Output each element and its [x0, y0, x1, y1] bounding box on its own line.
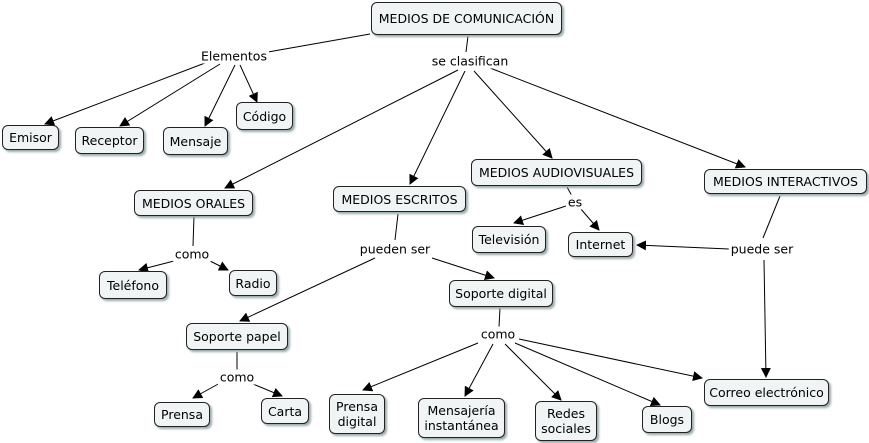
node-prensa-digital[interactable]: Prensa digital	[329, 394, 385, 434]
connector-interactivos-puede-ser	[762, 195, 781, 239]
connector-es-television	[513, 205, 567, 225]
connector-puede-ser-correo	[760, 259, 771, 378]
connector-elementos-mensaje	[204, 64, 236, 127]
connector-clasifican-audiovisuales	[473, 70, 553, 159]
connector-puede-ser-internet	[636, 240, 730, 251]
node-television[interactable]: Televisión	[472, 226, 546, 253]
connector-clasifican-orales	[224, 69, 459, 189]
link-elementos: Elementos	[199, 48, 269, 64]
node-blogs[interactable]: Blogs	[642, 406, 692, 433]
connector-como-carta	[252, 383, 283, 398]
connector-elementos-codigo	[239, 64, 258, 103]
link-como-orales: como	[172, 246, 212, 262]
node-telefono[interactable]: Teléfono	[99, 271, 167, 299]
connector-pueden-ser-papel	[239, 257, 376, 322]
node-correo-electronico[interactable]: Correo electrónico	[704, 379, 829, 406]
connector-clasifican-interactivos	[489, 67, 746, 169]
node-redes-sociales[interactable]: Redes sociales	[535, 401, 597, 441]
connector-elementos-emisor	[44, 62, 206, 126]
node-medios-de-comunicacion[interactable]: MEDIOS DE COMUNICACIÓN	[371, 2, 562, 35]
connector-como-redes	[504, 343, 562, 401]
node-carta[interactable]: Carta	[261, 398, 309, 424]
node-soporte-digital[interactable]: Soporte digital	[449, 280, 553, 307]
node-soporte-papel[interactable]: Soporte papel	[186, 323, 288, 350]
connector-como-radio	[209, 260, 229, 271]
node-codigo[interactable]: Código	[236, 102, 293, 130]
link-como-papel: como	[217, 369, 257, 385]
node-medios-escritos[interactable]: MEDIOS ESCRITOS	[333, 186, 466, 212]
node-mensajeria-instantanea[interactable]: Mensajería instantánea	[418, 398, 505, 438]
connector-root-se-clasifican	[465, 35, 469, 53]
connector-pueden-ser-digital	[431, 257, 495, 280]
connector-orales-como	[192, 215, 195, 247]
node-receptor[interactable]: Receptor	[75, 127, 144, 154]
node-prensa[interactable]: Prensa	[154, 402, 210, 427]
link-como-digital: como	[478, 326, 518, 342]
node-medios-orales[interactable]: MEDIOS ORALES	[134, 190, 253, 216]
link-puede-ser: puede ser	[728, 241, 796, 257]
node-radio[interactable]: Radio	[229, 270, 277, 296]
connector-root-elementos	[267, 33, 371, 53]
link-es: es	[565, 194, 585, 210]
node-internet[interactable]: Internet	[568, 232, 633, 257]
connector-clasifican-escritos	[409, 70, 466, 185]
connector-como-prensa-digital	[362, 342, 479, 392]
connector-es-internet	[579, 207, 600, 231]
node-mensaje[interactable]: Mensaje	[163, 127, 228, 155]
connector-como-prensa	[192, 382, 221, 399]
link-se-clasifican: se clasifican	[429, 53, 511, 69]
node-medios-interactivos[interactable]: MEDIOS INTERACTIVOS	[704, 169, 867, 194]
node-medios-audiovisuales[interactable]: MEDIOS AUDIOVISUALES	[471, 159, 642, 186]
connector-como-mensajeria	[464, 343, 494, 397]
connector-como-correo	[518, 338, 703, 382]
connector-digital-como	[498, 307, 501, 328]
link-pueden-ser: pueden ser	[357, 241, 433, 257]
connector-como-telefono	[138, 260, 175, 273]
connector-elementos-receptor	[119, 63, 221, 127]
node-emisor[interactable]: Emisor	[2, 125, 59, 150]
connector-escritos-pueden-ser	[394, 213, 399, 241]
connector-como-blogs	[514, 342, 661, 407]
